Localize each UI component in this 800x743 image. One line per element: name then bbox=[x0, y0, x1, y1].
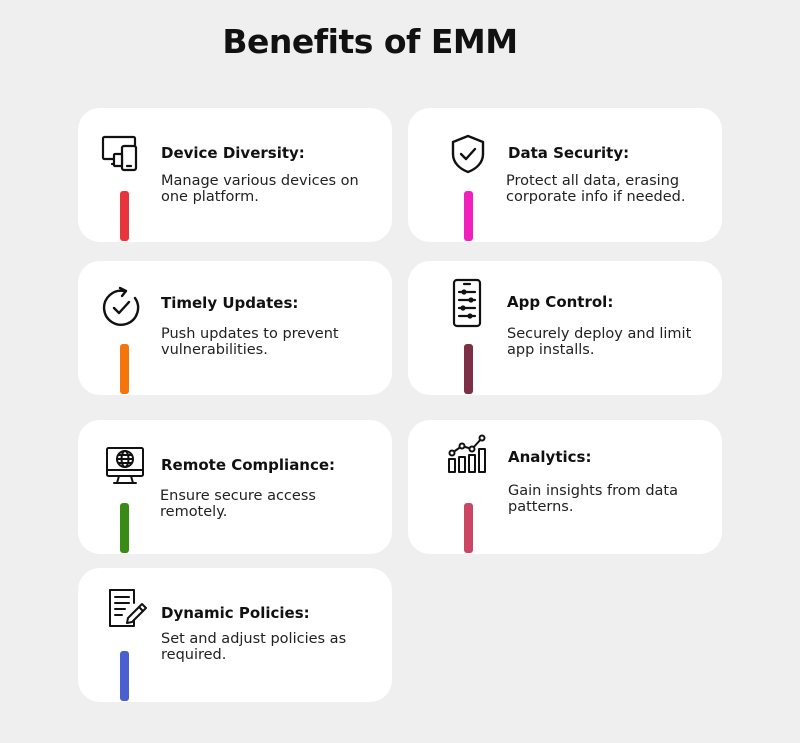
card-description: Gain insights from data patterns. bbox=[508, 483, 679, 515]
card-title: Timely Updates: bbox=[161, 294, 299, 312]
card-title: Analytics: bbox=[508, 448, 592, 466]
policy-document-icon bbox=[106, 586, 150, 630]
card-title: App Control: bbox=[507, 293, 614, 311]
card-description: Securely deploy and limit app installs. bbox=[507, 326, 692, 358]
card-description: Manage various devices on one platform. bbox=[161, 173, 359, 205]
analytics-chart-icon bbox=[446, 432, 490, 476]
globe-monitor-icon bbox=[104, 444, 148, 488]
accent-bar bbox=[464, 191, 473, 241]
card-title: Device Diversity: bbox=[161, 144, 305, 162]
update-clock-icon bbox=[100, 285, 144, 329]
card-description: Protect all data, erasing corporate info… bbox=[506, 173, 686, 205]
card-title: Data Security: bbox=[508, 144, 630, 162]
card-data-security: Data Security: Protect all data, erasing… bbox=[408, 108, 722, 242]
accent-bar bbox=[120, 344, 129, 394]
card-description: Set and adjust policies as required. bbox=[161, 631, 347, 663]
page-title: Benefits of EMM bbox=[222, 22, 518, 61]
accent-bar bbox=[464, 344, 473, 394]
card-remote-compliance: Remote Compliance: Ensure secure access … bbox=[78, 420, 392, 554]
phone-sliders-icon bbox=[445, 277, 489, 329]
accent-bar bbox=[464, 503, 473, 553]
card-title: Remote Compliance: bbox=[161, 456, 336, 474]
card-dynamic-policies: Dynamic Policies: Set and adjust policie… bbox=[78, 568, 392, 702]
card-description: Push updates to prevent vulnerabilities. bbox=[161, 326, 339, 358]
card-title: Dynamic Policies: bbox=[161, 604, 310, 622]
accent-bar bbox=[120, 191, 129, 241]
devices-icon bbox=[100, 132, 144, 176]
card-description: Ensure secure access remotely. bbox=[160, 488, 316, 520]
card-analytics: Analytics: Gain insights from data patte… bbox=[408, 420, 722, 554]
card-timely-updates: Timely Updates: Push updates to prevent … bbox=[78, 261, 392, 395]
card-device-diversity: Device Diversity: Manage various devices… bbox=[78, 108, 392, 242]
shield-check-icon bbox=[446, 132, 490, 176]
accent-bar bbox=[120, 503, 129, 553]
accent-bar bbox=[120, 651, 129, 701]
card-app-control: App Control: Securely deploy and limit a… bbox=[408, 261, 722, 395]
